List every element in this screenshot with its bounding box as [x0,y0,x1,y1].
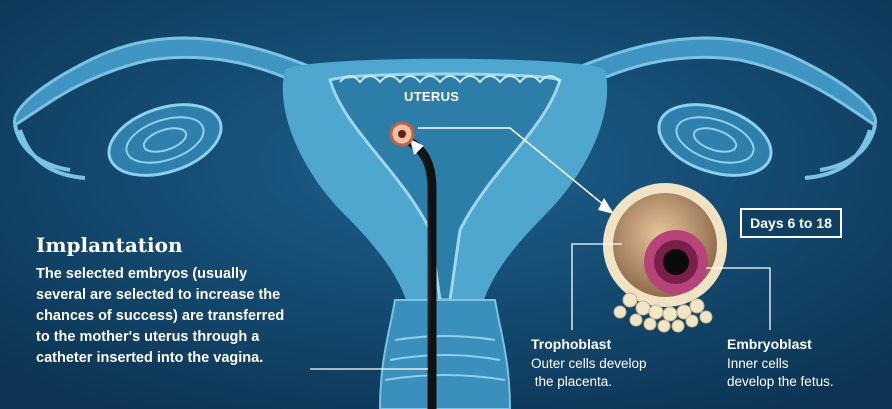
embryoblast-title: Embryoblast [727,336,812,352]
implantation-line: several are selected to increase the [36,285,336,306]
embryoblast-description: Inner cells develop the fetus. [727,355,834,391]
trophoblast-line: Outer cells develop [531,355,647,373]
trophoblast-title: Trophoblast [531,336,611,352]
implantation-line: catheter inserted into the vagina. [36,348,336,369]
implantation-line: chances of success) are transferred [36,306,336,327]
uterus-label: UTERUS [404,89,459,104]
trophoblast-line: the placenta. [531,373,647,391]
implanted-embryo [391,123,413,145]
trophoblast-description: Outer cells develop the placenta. [531,355,647,391]
implantation-title: Implantation [36,233,183,257]
embryoblast-line: Inner cells [727,355,834,373]
implantation-line: to the mother's uterus through a [36,327,336,348]
implantation-line: The selected embryos (usually [36,264,336,285]
embryoblast-line: develop the fetus. [727,373,834,391]
implantation-description: The selected embryos (usually several ar… [36,264,336,369]
days-badge: Days 6 to 18 [740,208,842,238]
